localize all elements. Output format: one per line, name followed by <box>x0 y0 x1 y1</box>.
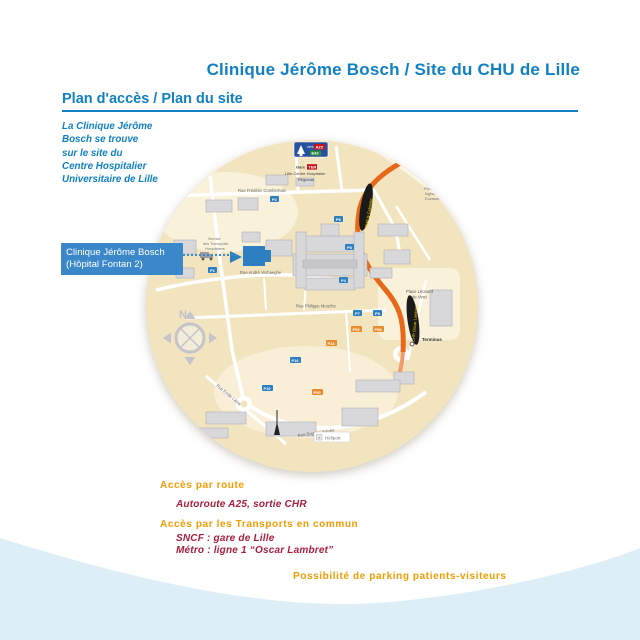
heliport-cross-icon <box>316 434 323 441</box>
antenna-icon <box>274 410 280 435</box>
parking-badge: P8 <box>345 244 354 250</box>
section-title: Plan d'accès / Plan du site <box>62 91 243 107</box>
sign-arrow-icon <box>297 145 305 156</box>
place-leonard-line1: Place Léonard <box>406 289 434 294</box>
intro-line: Centre Hospitalier <box>62 160 147 172</box>
svg-text:P34: P34 <box>328 341 336 346</box>
plateforme-line2: logistique <box>425 191 443 196</box>
service-line2: des Transports <box>203 242 228 246</box>
gare-line1: Gare <box>296 165 306 170</box>
parking-badge: P7 <box>353 310 362 316</box>
site-map-svg: CHR B-Calmette CHR Oscar Lambret Terminu… <box>154 140 478 446</box>
parking-badge: P10 <box>262 385 273 391</box>
sign-a25-label: A25 <box>316 144 324 149</box>
access-route-item: Autoroute A25, sortie CHR <box>176 499 307 510</box>
service-line3: Hospitaliers <box>205 247 225 251</box>
access-transit-metro: Métro : ligne 1 “Oscar Lambret” <box>176 545 334 556</box>
parking-badge: P53 <box>351 326 362 332</box>
intro-line: Universitaire de Lille <box>62 174 158 186</box>
hospital-main-building <box>292 223 368 291</box>
svg-text:P58: P58 <box>375 327 383 332</box>
parking-badge: P34 <box>326 340 337 346</box>
parking-badge: P6 <box>334 216 343 222</box>
service-line1: Service <box>208 237 221 241</box>
sign-e42-label: E42 <box>312 151 320 156</box>
gare-ter-label: Gare TER Lille-Centre Hospitalier Région… <box>285 164 326 182</box>
heliport-chip: + Héliport <box>313 431 351 443</box>
gare-ter-chip: TER <box>308 165 316 170</box>
buildings-layer <box>173 174 453 439</box>
pointer-arrow-icon <box>230 251 242 263</box>
road-sign-a25: vers A25 E42 <box>293 141 329 158</box>
svg-text:P53: P53 <box>353 327 361 332</box>
heliport-label: Héliport <box>325 436 341 441</box>
svg-text:+: + <box>318 435 321 440</box>
swoosh-path <box>0 538 640 640</box>
parking-badges: P2 P6 P8 P4 P7 P8 P10 P16 P1 P53 P58 P34… <box>208 196 384 395</box>
svg-text:P6: P6 <box>336 217 342 222</box>
street-mouche-label: Rue Philippe Mouche <box>296 304 336 309</box>
plateforme-line3: Eurasanté <box>425 196 444 201</box>
svg-text:P8: P8 <box>347 245 353 250</box>
metro-station-north: CHR B-Calmette <box>359 183 374 231</box>
gare-line2: Lille-Centre Hospitalier <box>285 171 326 176</box>
parking-badge: P4 <box>339 277 348 283</box>
gare-line3: Régional <box>298 177 314 182</box>
terminus-label: Terminus <box>422 337 442 342</box>
clinic-label-box: Clinique Jérôme Bosch (Hôpital Fontan 2) <box>61 243 183 275</box>
site-map: CHR B-Calmette CHR Oscar Lambret Terminu… <box>146 140 478 472</box>
svg-text:P8: P8 <box>375 311 381 316</box>
place-leonard-line2: de Vinci <box>412 295 427 300</box>
access-route-title: Accès par route <box>160 480 245 491</box>
compass-icon: N <box>163 309 217 365</box>
svg-text:P4: P4 <box>341 278 347 283</box>
compass-north-label: N <box>179 309 187 321</box>
metro-station-south: CHR Oscar Lambret <box>406 295 420 347</box>
parking-badge: P1 <box>208 267 217 273</box>
parking-badge: P8 <box>373 310 382 316</box>
page-title: Clinique Jérôme Bosch / Site du CHU de L… <box>206 60 580 79</box>
intro-line: Bosch se trouve <box>62 134 139 146</box>
parking-badge: P16 <box>290 357 301 363</box>
section-divider <box>62 110 578 112</box>
metro-north-label: CHR B-Calmette <box>364 197 374 228</box>
connector-dotted-line <box>175 254 237 256</box>
street-combemale-label: Rue Frédéric Combemale <box>238 188 287 193</box>
svg-text:P16: P16 <box>292 358 300 363</box>
parking-badge: P30 <box>312 389 323 395</box>
parking-badge: P58 <box>373 326 384 332</box>
clinic-label-line2: (Hôpital Fontan 2) <box>66 259 143 270</box>
access-transit-sncf: SNCF : gare de Lille <box>176 533 275 544</box>
intro-text: La Clinique Jérôme Bosch se trouve sur l… <box>62 120 202 186</box>
clinic-label-line1: Clinique Jérôme Bosch <box>66 247 165 258</box>
intro-line: La Clinique Jérôme <box>62 121 153 132</box>
access-transit-title: Accès par les Transports en commun <box>160 519 359 530</box>
streets-layer <box>155 145 432 446</box>
svg-text:P30: P30 <box>314 390 322 395</box>
svg-text:P2: P2 <box>272 197 278 202</box>
sign-vers-label: vers <box>307 145 314 149</box>
parking-badge: P2 <box>270 196 279 202</box>
svg-text:P1: P1 <box>210 268 216 273</box>
metro-south-label: CHR Oscar Lambret <box>411 305 419 342</box>
svg-text:P7: P7 <box>355 311 361 316</box>
street-verhaeghe-label: Rue André Verhaeghe <box>240 270 282 275</box>
svg-text:P10: P10 <box>264 386 272 391</box>
intro-line: sur le site du <box>62 147 123 159</box>
parking-note: Possibilité de parking patients-visiteur… <box>293 571 507 582</box>
